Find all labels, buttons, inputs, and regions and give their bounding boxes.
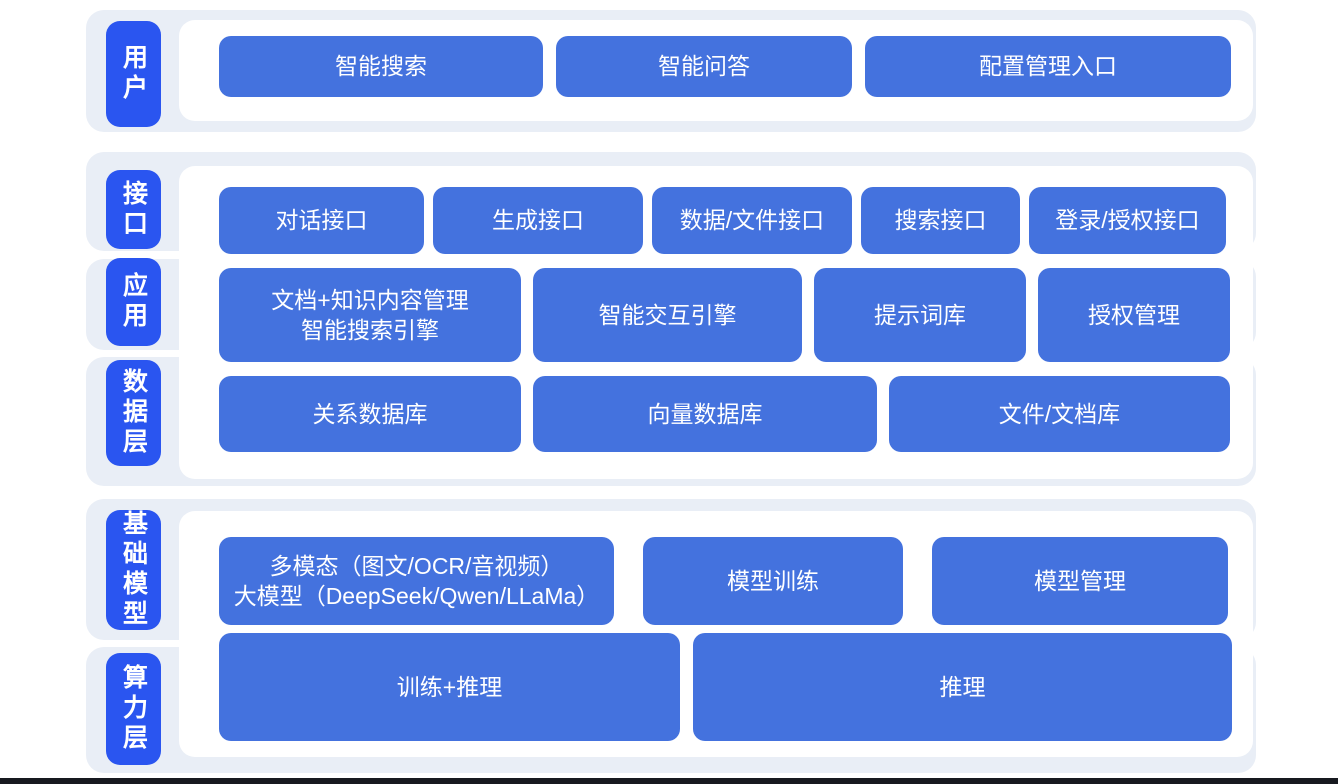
block-dialog-api: 对话接口 (219, 187, 424, 254)
block-data-file-api: 数据/文件接口 (652, 187, 852, 254)
block-interactive-engine: 智能交互引擎 (533, 268, 802, 362)
row-user-layer: 智能搜索 智能问答 配置管理入口 (219, 36, 1231, 97)
layer-label-application: 应用 (106, 258, 161, 346)
block-config-management-entry: 配置管理入口 (865, 36, 1231, 97)
block-model-management: 模型管理 (932, 537, 1228, 625)
block-doc-knowledge-search-engine: 文档+知识内容管理 智能搜索引擎 (219, 268, 521, 362)
block-model-training: 模型训练 (643, 537, 903, 625)
block-login-auth-api: 登录/授权接口 (1029, 187, 1226, 254)
block-file-doc-store: 文件/文档库 (889, 376, 1230, 452)
bottom-edge-bar (0, 778, 1338, 784)
block-auth-management: 授权管理 (1038, 268, 1230, 362)
layer-label-data-layer: 数据层 (106, 360, 161, 466)
block-smart-search: 智能搜索 (219, 36, 543, 97)
row-compute-layer: 训练+推理 推理 (219, 633, 1232, 741)
block-training-inference: 训练+推理 (219, 633, 680, 741)
layer-label-compute-layer: 算力层 (106, 653, 161, 765)
block-relational-db: 关系数据库 (219, 376, 521, 452)
block-vector-db: 向量数据库 (533, 376, 877, 452)
block-prompt-library: 提示词库 (814, 268, 1026, 362)
row-application-layer: 文档+知识内容管理 智能搜索引擎 智能交互引擎 提示词库 授权管理 (219, 268, 1230, 362)
block-inference: 推理 (693, 633, 1232, 741)
layer-label-user: 用户 (106, 21, 161, 127)
row-data-layer: 关系数据库 向量数据库 文件/文档库 (219, 376, 1230, 452)
row-foundation-model-layer: 多模态（图文/OCR/音视频） 大模型（DeepSeek/Qwen/LLaMa）… (219, 537, 1228, 625)
block-multimodal-llm: 多模态（图文/OCR/音视频） 大模型（DeepSeek/Qwen/LLaMa） (219, 537, 614, 625)
block-smart-qa: 智能问答 (556, 36, 852, 97)
block-generation-api: 生成接口 (433, 187, 643, 254)
block-search-api: 搜索接口 (861, 187, 1020, 254)
layer-label-interface: 接口 (106, 170, 161, 249)
row-interface-layer: 对话接口 生成接口 数据/文件接口 搜索接口 登录/授权接口 (219, 187, 1226, 254)
layer-label-foundation-model: 基础模型 (106, 510, 161, 630)
